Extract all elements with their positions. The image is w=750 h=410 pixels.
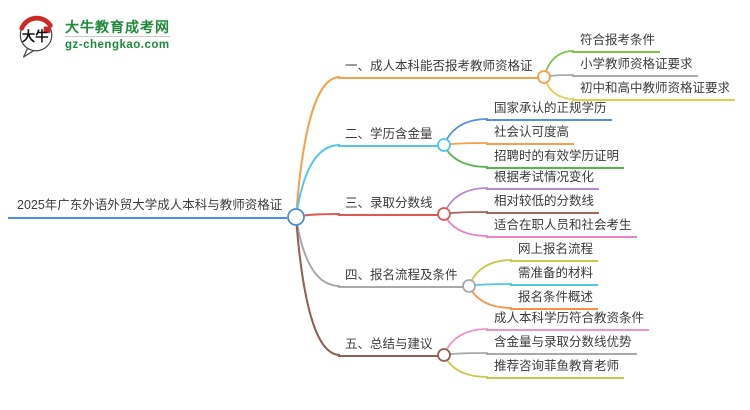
connector-edge (443, 213, 489, 237)
logo-icon-text: 大牛 (22, 28, 49, 44)
branch-node-2[interactable]: 二、学历含金量 (338, 127, 438, 147)
sub-node-2-1[interactable]: 国家承认的正规学历 (486, 101, 612, 121)
ox-mascot-icon: 大牛 (19, 15, 53, 58)
sub-node-4-3[interactable]: 报名条件概述 (510, 290, 599, 310)
collapse-handle-branch-5[interactable] (437, 348, 451, 362)
connector-edge (443, 354, 489, 378)
sub-node-1-1[interactable]: 符合报考条件 (572, 33, 661, 53)
root-node[interactable]: 2025年广东外语外贸大学成人本科与教师资格证 (8, 198, 288, 219)
connector-edge (443, 328, 489, 356)
sub-node-4-1[interactable]: 网上报名流程 (510, 242, 599, 262)
sub-node-5-1[interactable]: 成人本科学历符合教资条件 (486, 311, 650, 331)
red-seal-shape (43, 26, 51, 34)
branch-node-4[interactable]: 四、报名流程及条件 (338, 268, 463, 288)
branch-node-5[interactable]: 五、总结与建议 (338, 337, 438, 357)
collapse-handle-branch-1[interactable] (537, 70, 551, 84)
logo-url: gz-chengkao.com (65, 36, 170, 53)
sub-node-3-1[interactable]: 根据考试情况变化 (486, 170, 600, 190)
collapse-handle-branch-4[interactable] (462, 279, 476, 293)
connector-edge (443, 144, 489, 168)
connector-edge (295, 76, 341, 218)
red-cap-shape (19, 15, 53, 31)
connector-edge (295, 216, 341, 287)
connector-edge (295, 144, 341, 218)
branch-node-1[interactable]: 一、成人本科能否报考教师资格证 (338, 59, 538, 79)
sub-node-2-2[interactable]: 社会认可度高 (486, 125, 575, 145)
site-logo: 大牛 大牛教育成考网 gz-chengkao.com (16, 13, 170, 59)
collapse-handle-root[interactable] (287, 208, 305, 226)
collapse-handle-branch-2[interactable] (437, 138, 451, 152)
connector-edge (468, 285, 513, 309)
logo-title: 大牛教育成考网 (65, 18, 170, 35)
sub-node-5-2[interactable]: 含金量与录取分数线优势 (486, 335, 637, 355)
sub-node-3-3[interactable]: 适合在职人员和社会考生 (486, 218, 637, 238)
connector-edge (295, 216, 341, 356)
sub-node-5-3[interactable]: 推荐咨询菲鱼教育老师 (486, 359, 625, 379)
connector-edge (468, 259, 513, 287)
sub-node-4-2[interactable]: 需准备的材料 (510, 266, 599, 286)
branch-node-3[interactable]: 三、录取分数线 (338, 196, 438, 216)
connector-edge (443, 187, 489, 215)
collapse-handle-branch-3[interactable] (437, 207, 451, 221)
sub-node-2-3[interactable]: 招聘时的有效学历证明 (486, 149, 625, 169)
sub-node-1-2[interactable]: 小学教师资格证要求 (572, 57, 698, 77)
sub-node-1-3[interactable]: 初中和高中教师资格证要求 (572, 81, 736, 101)
sub-node-3-2[interactable]: 相对较低的分数线 (486, 194, 600, 214)
connector-edge (443, 118, 489, 146)
